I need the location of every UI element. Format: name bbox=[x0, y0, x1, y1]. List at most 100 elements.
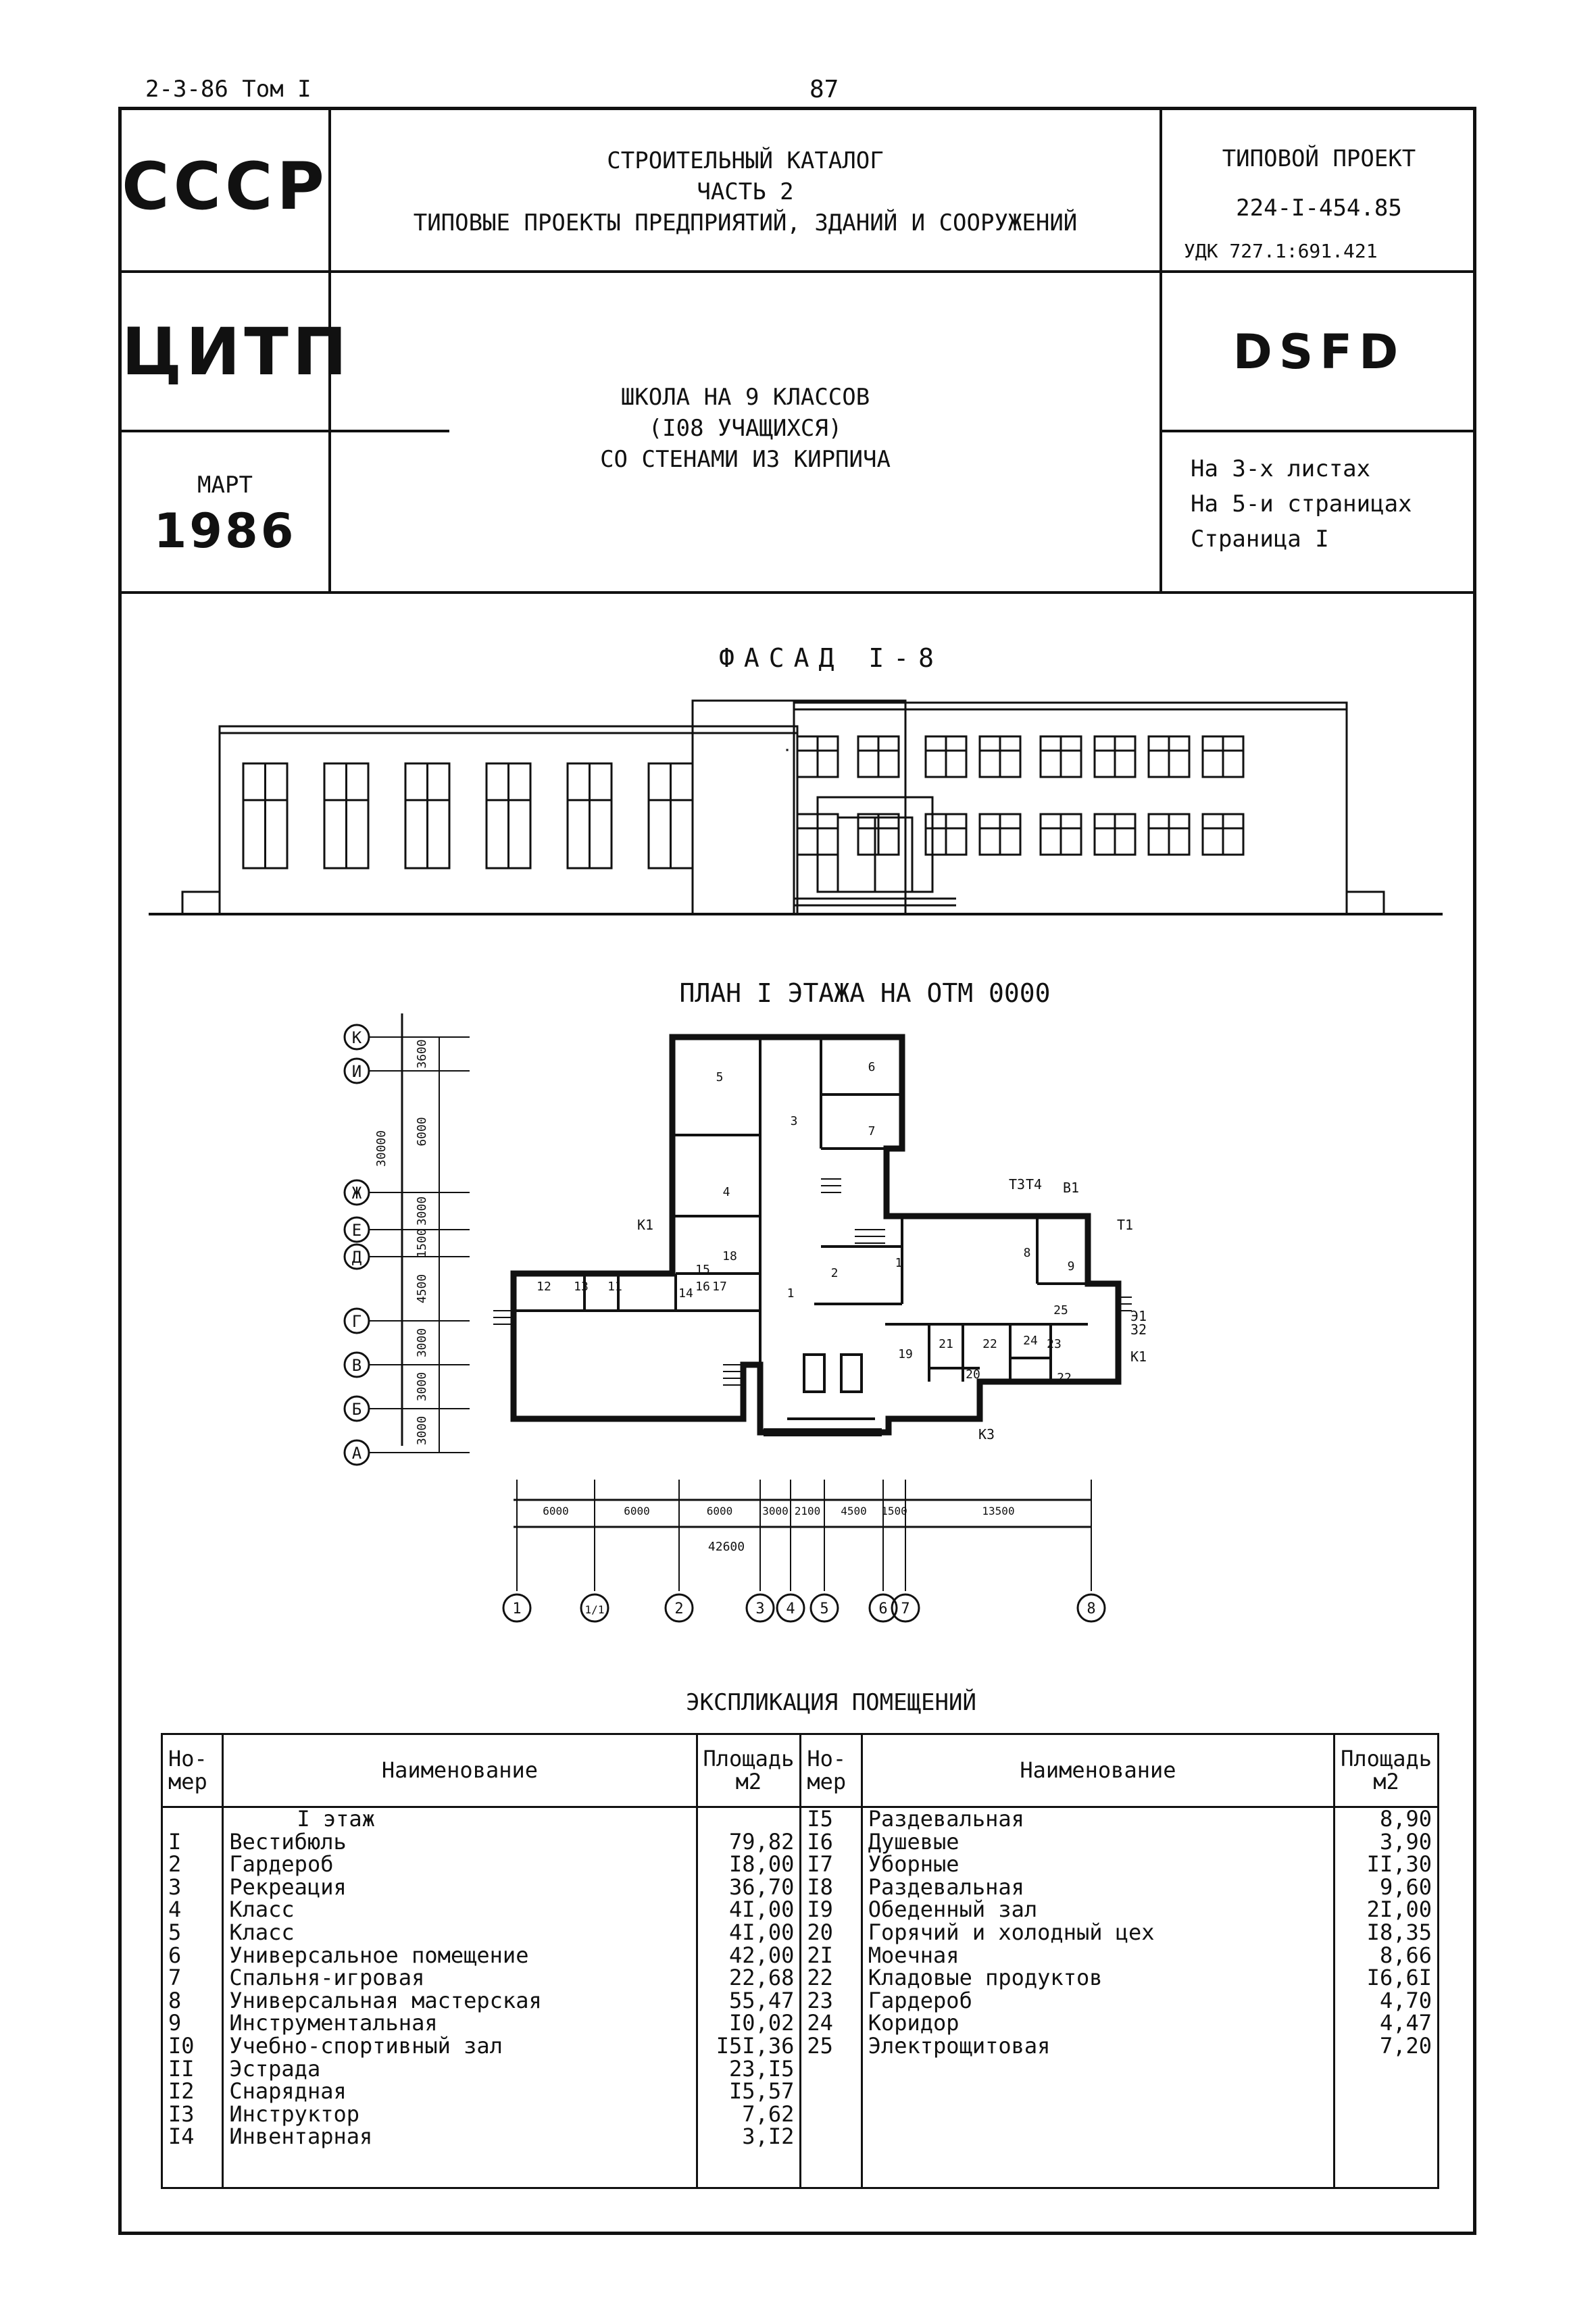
axis-number-2: 2 bbox=[674, 1601, 683, 1617]
axis-number-8: 8 bbox=[1087, 1601, 1095, 1617]
right-room-area-7: I6,6I bbox=[1366, 1965, 1432, 1991]
right-room-name-8: Гардероб bbox=[868, 1987, 972, 2013]
right-room-name-1: Душевые bbox=[868, 1828, 959, 1855]
project-label: ТИПОВОЙ ПРОЕКТ bbox=[1222, 145, 1416, 172]
horizontal-dim-1: 6000 bbox=[624, 1505, 650, 1517]
room-label-16: 17 bbox=[712, 1280, 727, 1294]
catalog-line-2: ЧАСТЬ 2 bbox=[697, 178, 794, 205]
left-room-area-3: 4I,00 bbox=[729, 1896, 795, 1923]
left-room-name-8: Инструментальная bbox=[229, 2010, 438, 2036]
left-room-number-10: II bbox=[168, 2055, 195, 2082]
right-room-area-0: 8,90 bbox=[1379, 1806, 1432, 1832]
room-label-10: 11 bbox=[607, 1280, 622, 1294]
vertical-dim-6: 3000 bbox=[415, 1372, 429, 1401]
axis-letter-0: К bbox=[352, 1028, 362, 1047]
right-room-number-5: 20 bbox=[807, 1919, 833, 1945]
axis-letter-8: А bbox=[352, 1444, 362, 1463]
room-label-15: 16 bbox=[695, 1280, 710, 1294]
room-label-17: 18 bbox=[722, 1249, 737, 1263]
right-room-name-2: Уборные bbox=[868, 1851, 959, 1878]
left-room-name-10: Эстрада bbox=[229, 2055, 321, 2082]
left-room-area-13: 3,I2 bbox=[742, 2123, 795, 2150]
room-label-7: 7 bbox=[868, 1124, 876, 1138]
left-room-area-9: I5I,36 bbox=[716, 2032, 795, 2059]
header-area-left: Площадь м2 bbox=[695, 1733, 802, 1808]
room-label-11: 12 bbox=[537, 1280, 551, 1294]
room-label-24: 24 bbox=[1023, 1334, 1038, 1348]
left-room-area-6: 22,68 bbox=[729, 1965, 795, 1991]
facade-title: ФАСАД I-8 bbox=[719, 643, 943, 673]
left-room-number-11: I2 bbox=[168, 2078, 195, 2105]
left-spacer-num bbox=[168, 1808, 216, 1831]
right-room-name-10: Электрощитовая bbox=[868, 2032, 1051, 2059]
room-label-6: 6 bbox=[868, 1060, 876, 1074]
header-divider-3 bbox=[1162, 430, 1476, 432]
room-label-25: 25 bbox=[1053, 1303, 1068, 1317]
left-room-area-1: I8,00 bbox=[729, 1851, 795, 1878]
right-room-number-0: I5 bbox=[807, 1806, 833, 1832]
left-room-area-11: I5,57 bbox=[729, 2078, 795, 2105]
axis-number-4: 4 bbox=[786, 1601, 795, 1617]
room-label-14: 15 bbox=[695, 1263, 710, 1277]
axis-letter-2: Ж bbox=[352, 1184, 362, 1203]
utility-label-3: Т1 bbox=[1117, 1217, 1133, 1233]
utility-label-2: В1 bbox=[1063, 1180, 1079, 1196]
project-code: DSFD bbox=[1232, 324, 1405, 380]
left-room-number-6: 7 bbox=[168, 1965, 182, 1991]
left-room-area-8: I0,02 bbox=[729, 2010, 795, 2036]
left-room-number-2: 3 bbox=[168, 1873, 182, 1900]
room-label-18: 19 bbox=[898, 1347, 913, 1361]
axis-letter-1: И bbox=[352, 1062, 361, 1081]
right-room-area-10: 7,20 bbox=[1379, 2032, 1432, 2059]
vertical-dim-2: 3000 bbox=[415, 1197, 429, 1226]
room-label-5: 5 bbox=[716, 1070, 724, 1084]
right-room-area-1: 3,90 bbox=[1379, 1828, 1432, 1855]
header-num-right: Но- мер bbox=[799, 1733, 863, 1808]
building-title: ШКОЛА НА 9 КЛАССОВ (I08 УЧАЩИХСЯ) СО СТЕ… bbox=[331, 382, 1159, 475]
header-area-right: Площадь м2 bbox=[1333, 1733, 1439, 1808]
left-room-name-13: Инвентарная bbox=[229, 2123, 373, 2150]
room-label-20: 21 bbox=[939, 1337, 953, 1351]
building-line-2: (I08 УЧАЩИХСЯ) bbox=[648, 415, 843, 442]
horizontal-dim-3: 3000 bbox=[762, 1505, 789, 1517]
horizontal-dim-6: 1500 bbox=[881, 1505, 907, 1517]
document-reference: 2-3-86 Том I bbox=[145, 76, 311, 103]
catalog-line-1: СТРОИТЕЛЬНЫЙ КАТАЛОГ bbox=[607, 147, 884, 174]
left-room-number-13: I4 bbox=[168, 2123, 195, 2150]
sheets-line-1: На 3-х листах bbox=[1191, 455, 1371, 482]
left-room-number-3: 4 bbox=[168, 1896, 182, 1923]
left-room-number-7: 8 bbox=[168, 1987, 182, 2013]
header-vline-1 bbox=[328, 107, 331, 593]
vertical-dim-0: 3600 bbox=[415, 1039, 429, 1068]
room-label-0: 1 bbox=[787, 1286, 795, 1301]
left-room-number-8: 9 bbox=[168, 2010, 182, 2036]
right-room-number-1: I6 bbox=[807, 1828, 833, 1855]
room-label-19: 20 bbox=[966, 1367, 980, 1382]
horizontal-dim-4: 2100 bbox=[795, 1505, 821, 1517]
room-label-9: 9 bbox=[1068, 1259, 1075, 1274]
axis-number-3: 3 bbox=[755, 1601, 764, 1617]
right-room-area-2: II,30 bbox=[1366, 1851, 1432, 1878]
axis-number-0: 1 bbox=[512, 1601, 521, 1617]
left-room-name-7: Универсальная мастерская bbox=[229, 1987, 542, 2013]
right-room-name-6: Моечная bbox=[868, 1942, 959, 1968]
left-room-number-5: 6 bbox=[168, 1942, 182, 1968]
floor-plan: КИЖЕДГВБА3600600030001500450030003000300… bbox=[343, 1013, 1147, 1623]
header-name-right: Наименование bbox=[860, 1733, 1336, 1808]
room-label-23: 23 bbox=[1047, 1337, 1062, 1351]
room-label-13: 14 bbox=[678, 1286, 693, 1301]
right-room-area-3: 9,60 bbox=[1379, 1873, 1432, 1900]
right-room-number-3: I8 bbox=[807, 1873, 833, 1900]
left-room-name-3: Класс bbox=[229, 1896, 295, 1923]
right-room-number-2: I7 bbox=[807, 1851, 833, 1878]
sheets-line-2: На 5-и страницах bbox=[1191, 491, 1412, 518]
utility-label-8: К3 bbox=[978, 1426, 995, 1442]
room-label-3: 3 bbox=[791, 1114, 798, 1128]
axis-letter-7: Б bbox=[352, 1400, 361, 1419]
left-room-number-12: I3 bbox=[168, 2101, 195, 2127]
left-room-area-2: 36,70 bbox=[729, 1873, 795, 1900]
horizontal-dim-5: 4500 bbox=[841, 1505, 867, 1517]
